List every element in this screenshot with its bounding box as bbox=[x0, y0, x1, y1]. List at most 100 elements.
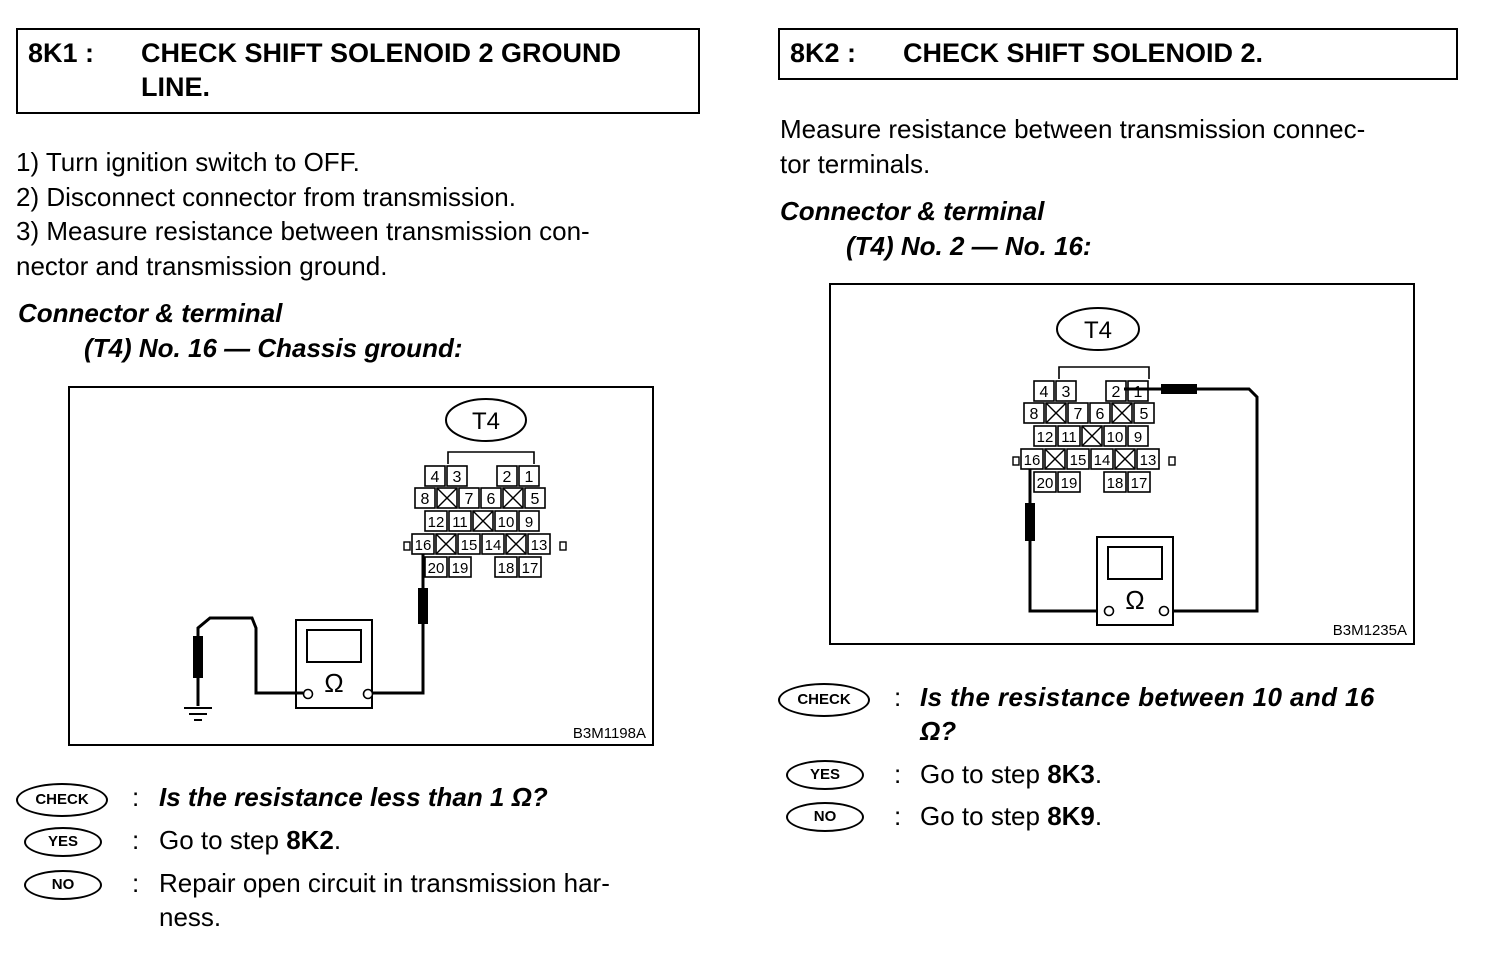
colon: : bbox=[132, 825, 140, 855]
pin-9: 9 bbox=[525, 514, 533, 531]
yes-answer: Go to step 8K2. bbox=[159, 823, 341, 857]
pin-7: 7 bbox=[1074, 406, 1083, 423]
instruction-3: 3) Measure resistance between transmissi… bbox=[16, 216, 590, 246]
check-badge: CHECK bbox=[778, 683, 870, 717]
yes-badge: YES bbox=[786, 760, 864, 790]
colon: : bbox=[132, 782, 140, 812]
check-question: Is the resistance less than 1 Ω? bbox=[159, 782, 548, 812]
connector-detail: (T4) No. 2 — No. 16: bbox=[846, 231, 1092, 261]
figure-b3m1235a: T4 4 3 2 1 bbox=[829, 283, 1415, 645]
instruction-2: 2) Disconnect connector from transmissio… bbox=[16, 181, 516, 212]
ground-probe-icon bbox=[193, 636, 203, 678]
pin-10: 10 bbox=[498, 514, 515, 531]
colon: : bbox=[894, 801, 902, 831]
intro-line-1: Measure resistance between transmission … bbox=[780, 114, 1366, 144]
connector-row-2: 8 7 6 5 bbox=[414, 487, 546, 509]
step-code: 8K1 : bbox=[28, 38, 95, 68]
pin-14: 14 bbox=[485, 537, 502, 554]
pin-5: 5 bbox=[531, 491, 540, 508]
pin-18: 18 bbox=[498, 560, 515, 577]
instruction-4: nector and transmission ground. bbox=[16, 250, 388, 281]
connector-heading: Connector & terminal bbox=[780, 196, 1045, 226]
connector-row-1: 4 3 2 1 bbox=[1033, 380, 1149, 402]
wiring-diagram: T4 4 3 2 1 bbox=[1012, 307, 1407, 639]
pin-18: 18 bbox=[1107, 475, 1124, 492]
intro-line-2: tor terminals. bbox=[780, 148, 931, 179]
connector-row-2: 8 7 6 5 bbox=[1023, 402, 1155, 424]
yes-text: Go to step bbox=[159, 825, 287, 855]
ohmmeter-icon: Ω bbox=[295, 619, 374, 709]
pin-15: 15 bbox=[461, 537, 478, 554]
pin-2: 2 bbox=[503, 469, 512, 486]
figure-b3m1198a: T4 4 3 2 1 bbox=[68, 386, 654, 746]
pin-15: 15 bbox=[1070, 452, 1087, 469]
ground-icon bbox=[184, 707, 212, 721]
step-title: CHECK SHIFT SOLENOID 2 GROUND LINE. bbox=[141, 38, 622, 102]
yes-suffix: . bbox=[1094, 759, 1103, 789]
colon: : bbox=[894, 682, 902, 712]
pin-4: 4 bbox=[1040, 384, 1049, 401]
pin-13: 13 bbox=[531, 537, 548, 554]
pin-12: 12 bbox=[1037, 429, 1054, 446]
connector-row-1: 4 3 2 1 bbox=[424, 465, 540, 487]
decision-block: CHECK : Is the resistance between 10 and… bbox=[778, 678, 1478, 838]
probe-icon bbox=[418, 588, 428, 624]
pin-16: 16 bbox=[415, 537, 432, 554]
pin-20: 20 bbox=[1037, 475, 1054, 492]
pin-2: 2 bbox=[1112, 384, 1121, 401]
pin-11: 11 bbox=[1061, 429, 1077, 446]
pin-16: 16 bbox=[1024, 452, 1041, 469]
intro-text: Measure resistance between transmission … bbox=[780, 112, 1480, 181]
connector-detail: (T4) No. 16 — Chassis ground: bbox=[84, 333, 463, 363]
connector-row-5: 20 19 18 17 bbox=[424, 556, 542, 578]
colon: : bbox=[894, 759, 902, 789]
pin-9: 9 bbox=[1134, 429, 1142, 446]
wiring-diagram: T4 4 3 2 1 bbox=[184, 398, 646, 742]
meter-symbol: Ω bbox=[1125, 585, 1144, 615]
connector-label-ellipse bbox=[445, 398, 527, 442]
pin-10: 10 bbox=[1107, 429, 1124, 446]
pin-11: 11 bbox=[452, 514, 468, 531]
connector-label-ellipse bbox=[1056, 307, 1140, 351]
step-8k1-header: 8K1 : CHECK SHIFT SOLENOID 2 GROUND LINE… bbox=[16, 28, 700, 114]
figure-code: B3M1235A bbox=[1333, 622, 1407, 639]
check-badge: CHECK bbox=[16, 783, 108, 817]
pin-8: 8 bbox=[1030, 406, 1039, 423]
probe-icon bbox=[1025, 503, 1035, 541]
yes-target: 8K2 bbox=[286, 825, 334, 855]
yes-badge: YES bbox=[24, 827, 102, 857]
pin-14: 14 bbox=[1094, 452, 1111, 469]
yes-suffix: . bbox=[333, 825, 342, 855]
connector-row-3: 12 11 10 9 bbox=[1033, 425, 1149, 447]
check-question-line1: Is the resistance between 10 and 16 bbox=[920, 682, 1375, 712]
instruction-list: 1) Turn ignition switch to OFF. 2) Disco… bbox=[16, 145, 706, 283]
no-badge: NO bbox=[24, 870, 102, 900]
pin-6: 6 bbox=[1096, 406, 1105, 423]
meter-symbol: Ω bbox=[324, 668, 343, 698]
no-target: 8K9 bbox=[1047, 801, 1095, 831]
no-answer-line1: Repair open circuit in transmission har- bbox=[159, 868, 610, 898]
pin-17: 17 bbox=[522, 560, 539, 577]
pin-12: 12 bbox=[428, 514, 445, 531]
decision-block: CHECK : Is the resistance less than 1 Ω?… bbox=[16, 780, 706, 940]
figure-code: B3M1198A bbox=[573, 725, 646, 742]
pin-20: 20 bbox=[428, 560, 445, 577]
pin-13: 13 bbox=[1140, 452, 1157, 469]
connector-row-5: 20 19 18 17 bbox=[1033, 471, 1151, 493]
yes-text: Go to step bbox=[920, 759, 1048, 789]
pin-17: 17 bbox=[1131, 475, 1148, 492]
ohmmeter-icon: Ω bbox=[1096, 536, 1174, 626]
check-question-line2: Ω? bbox=[920, 716, 957, 746]
pin-19: 19 bbox=[452, 560, 469, 577]
pin-3: 3 bbox=[453, 469, 462, 486]
pin-5: 5 bbox=[1140, 406, 1149, 423]
connector-row-3: 12 11 10 9 bbox=[424, 510, 540, 532]
connector-label: T4 bbox=[472, 408, 500, 435]
pin-1: 1 bbox=[1134, 384, 1143, 401]
step-8k2-header: 8K2 : CHECK SHIFT SOLENOID 2. bbox=[778, 28, 1458, 80]
no-suffix: . bbox=[1094, 801, 1103, 831]
pin-8: 8 bbox=[421, 491, 430, 508]
pin-7: 7 bbox=[465, 491, 474, 508]
connector-heading: Connector & terminal bbox=[18, 298, 283, 328]
no-text: Go to step bbox=[920, 801, 1048, 831]
